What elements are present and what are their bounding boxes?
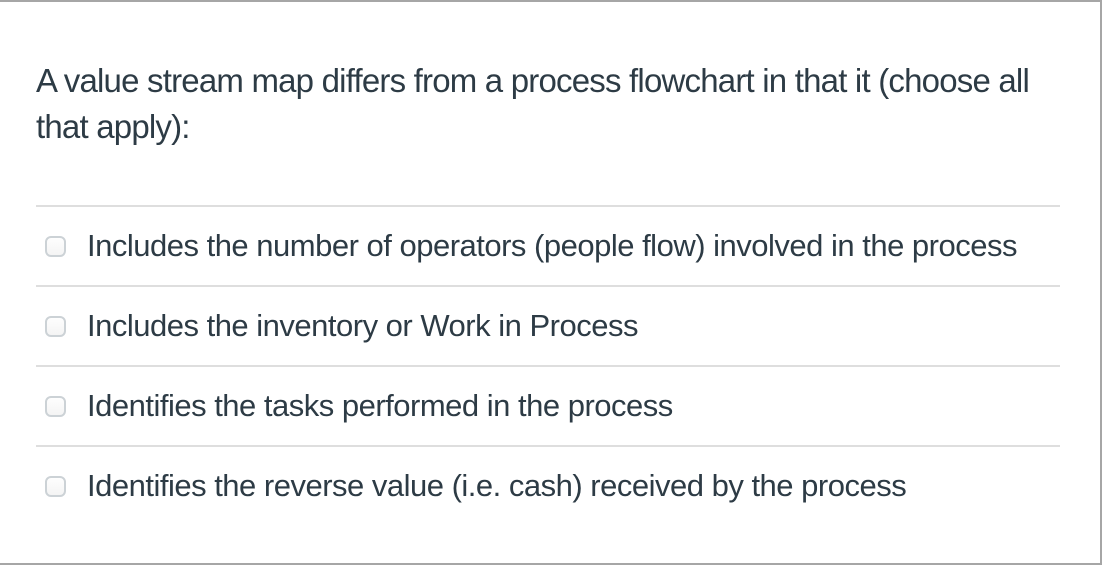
option-checkbox[interactable] (45, 315, 66, 337)
option-label[interactable]: Includes the inventory or Work in Proces… (87, 308, 638, 343)
answer-option-row: Includes the number of operators (people… (36, 205, 1060, 285)
question-text: A value stream map differs from a proces… (36, 62, 1030, 145)
option-checkbox[interactable] (45, 395, 66, 417)
answer-option-row: Identifies the reverse value (i.e. cash)… (36, 445, 1060, 525)
option-checkbox[interactable] (45, 235, 66, 257)
option-label[interactable]: Includes the number of operators (people… (87, 228, 1017, 263)
option-checkbox[interactable] (45, 475, 66, 497)
option-label[interactable]: Identifies the reverse value (i.e. cash)… (87, 468, 907, 503)
answer-option-row: Includes the inventory or Work in Proces… (36, 285, 1060, 365)
answer-option-row: Identifies the tasks performed in the pr… (36, 365, 1060, 445)
option-label[interactable]: Identifies the tasks performed in the pr… (87, 388, 673, 423)
answer-options-list: Includes the number of operators (people… (36, 205, 1060, 525)
